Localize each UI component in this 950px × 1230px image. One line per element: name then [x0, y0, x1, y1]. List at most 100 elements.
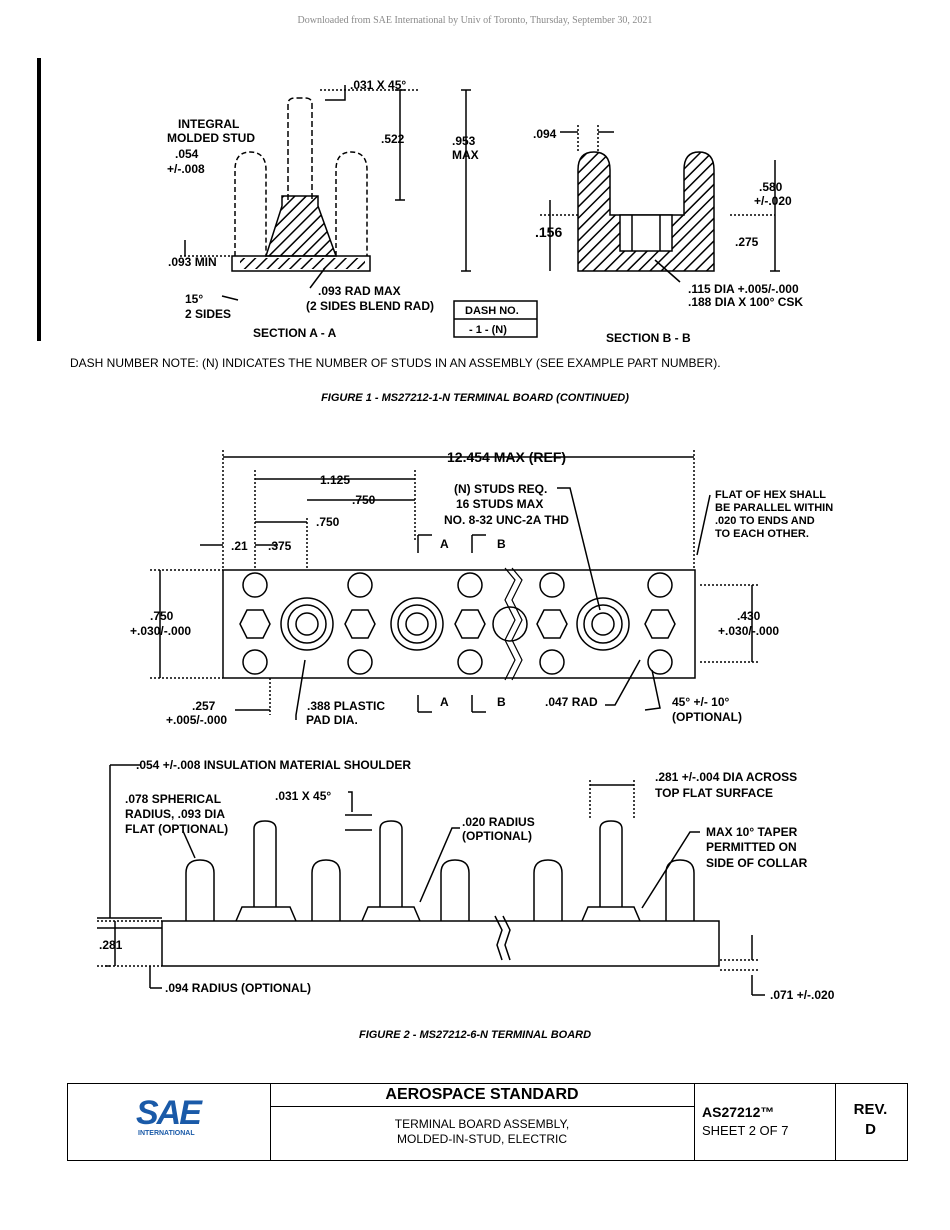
- doc-number-cell: AS27212™ SHEET 2 OF 7: [694, 1084, 836, 1160]
- label-750b: .750: [316, 515, 340, 529]
- label-shoulder: .054 +/-.008 INSULATION MATERIAL SHOULDE…: [136, 758, 411, 772]
- label-sph-2: RADIUS, .093 DIA: [125, 807, 225, 821]
- label-054-tol: +/-.008: [167, 162, 205, 176]
- label-taper-3: SIDE OF COLLAR: [706, 856, 808, 870]
- rev-label: REV.: [853, 1101, 888, 1118]
- label-hex-3: .020 TO ENDS AND: [715, 515, 815, 527]
- download-notice: Downloaded from SAE International by Uni…: [297, 15, 653, 26]
- label-rad020-2: (OPTIONAL): [462, 829, 532, 843]
- section-aa-right-post: [335, 151, 368, 256]
- label-dash-no: DASH NO.: [465, 305, 519, 317]
- sheet-number: SHEET 2 OF 7: [702, 1123, 789, 1138]
- section-bb-hole: [619, 214, 673, 252]
- label-sph-1: .078 SPHERICAL: [125, 792, 221, 806]
- label-375: .375: [268, 539, 292, 553]
- label-1125: 1.125: [320, 473, 350, 487]
- label-hex-2: BE PARALLEL WITHIN: [715, 502, 833, 514]
- label-115dia: .115 DIA +.005/-.000: [688, 282, 799, 296]
- mounting-holes: [242, 572, 673, 675]
- label-cut-a-bottom: A: [440, 695, 449, 709]
- label-section-aa: SECTION A - A: [253, 326, 337, 340]
- label-093rad: .093 RAD MAX: [318, 284, 401, 298]
- label-dash-value: - 1 - (N): [469, 324, 507, 336]
- label-188dia: .188 DIA X 100° CSK: [688, 295, 803, 309]
- stud-1: [253, 820, 277, 907]
- standard-type: AEROSPACE STANDARD: [270, 1084, 694, 1107]
- label-094: .094: [533, 127, 557, 141]
- label-hex-1: FLAT OF HEX SHALL: [715, 489, 826, 501]
- post-4: [533, 859, 563, 921]
- label-dia281-1: .281 +/-.004 DIA ACROSS: [655, 770, 797, 784]
- label-430: .430: [737, 609, 761, 623]
- label-cut-b-bottom: B: [497, 695, 506, 709]
- label-430-tol: +.030/-.000: [718, 624, 779, 638]
- label-522: .522: [381, 132, 405, 146]
- post-3: [440, 859, 470, 921]
- label-integral-1: INTEGRAL: [178, 117, 239, 131]
- stud-2: [379, 820, 403, 907]
- label-750w: .750: [150, 609, 174, 623]
- label-281: .281: [99, 938, 123, 952]
- label-953: .953: [452, 134, 476, 148]
- label-257: .257: [192, 699, 216, 713]
- label-750a: .750: [352, 493, 376, 507]
- title-cell: AEROSPACE STANDARD TERMINAL BOARD ASSEMB…: [270, 1084, 695, 1160]
- figure-2-drawing: 12.454 MAX (REF) 1.125 .750 .750 .21 .37…: [97, 449, 835, 1002]
- label-156: .156: [535, 224, 562, 240]
- figure-1-drawing: .031 X 45° INTEGRAL MOLDED STUD .054 +/-…: [167, 78, 803, 345]
- sae-logo: SAE: [136, 1094, 202, 1132]
- board-side-view: [161, 920, 720, 967]
- label-rad094: .094 RADIUS (OPTIONAL): [165, 981, 311, 995]
- doc-number: AS27212™: [702, 1104, 775, 1120]
- label-071: .071 +/-.020: [770, 988, 835, 1002]
- revision-bar: [37, 58, 41, 341]
- label-2-sides: 2 SIDES: [185, 307, 231, 321]
- label-rad020-1: .020 RADIUS: [462, 815, 535, 829]
- post-5: [665, 859, 695, 921]
- figure-2-caption: FIGURE 2 - MS27212-6-N TERMINAL BOARD: [358, 1029, 592, 1041]
- label-953-max: MAX: [452, 148, 479, 162]
- label-580-tol: +/-.020: [754, 194, 792, 208]
- label-overall: 12.454 MAX (REF): [447, 449, 566, 465]
- label-studs-req: (N) STUDS REQ.: [454, 482, 547, 496]
- label-chamfer-2: .031 X 45°: [275, 789, 331, 803]
- board-top-view: [222, 569, 696, 679]
- label-sph-3: FLAT (OPTIONAL): [125, 822, 228, 836]
- logo-cell: SAE INTERNATIONAL: [68, 1084, 271, 1160]
- doc-title-line-1: TERMINAL BOARD ASSEMBLY,: [394, 1117, 570, 1131]
- dash-number-note: DASH NUMBER NOTE: (N) INDICATES THE NUMB…: [70, 356, 721, 370]
- label-taper-1: MAX 10° TAPER: [706, 825, 798, 839]
- label-047rad: .047 RAD: [545, 695, 598, 709]
- label-093min: .093 MIN: [168, 255, 217, 269]
- label-054: .054: [175, 147, 199, 161]
- label-blend-rad: (2 SIDES BLEND RAD): [306, 299, 434, 313]
- label-cut-b-top: B: [497, 537, 506, 551]
- section-aa-collar: [264, 195, 338, 257]
- section-aa-left-post: [234, 151, 267, 256]
- label-integral-2: MOLDED STUD: [167, 131, 255, 145]
- post-2: [311, 859, 341, 921]
- label-257-tol: +.005/-.000: [166, 713, 227, 727]
- label-optional: (OPTIONAL): [672, 710, 742, 724]
- label-45deg: 45° +/- 10°: [672, 695, 730, 709]
- label-750w-tol: +.030/-.000: [130, 624, 191, 638]
- hex-nuts: [239, 609, 676, 639]
- label-section-bb: SECTION B - B: [606, 331, 691, 345]
- post-1: [185, 859, 215, 921]
- label-15deg: 15°: [185, 292, 203, 306]
- revision-cell: REV. D: [835, 1084, 906, 1160]
- label-studs-max: 16 STUDS MAX: [456, 497, 543, 511]
- stud-3: [599, 820, 623, 907]
- sae-logo-sub: INTERNATIONAL: [138, 1130, 195, 1137]
- label-cut-a-top: A: [440, 537, 449, 551]
- label-chamfer: .031 X 45°: [350, 78, 406, 92]
- stud-pads: [280, 597, 630, 651]
- rev-value: D: [865, 1121, 876, 1138]
- label-thread: NO. 8-32 UNC-2A THD: [444, 513, 569, 527]
- section-aa-stud: [287, 97, 313, 200]
- label-taper-2: PERMITTED ON: [706, 840, 797, 854]
- label-hex-4: TO EACH OTHER.: [715, 528, 809, 540]
- label-dia281-2: TOP FLAT SURFACE: [655, 786, 773, 800]
- label-275: .275: [735, 235, 759, 249]
- doc-title-line-2: MOLDED-IN-STUD, ELECTRIC: [396, 1132, 567, 1146]
